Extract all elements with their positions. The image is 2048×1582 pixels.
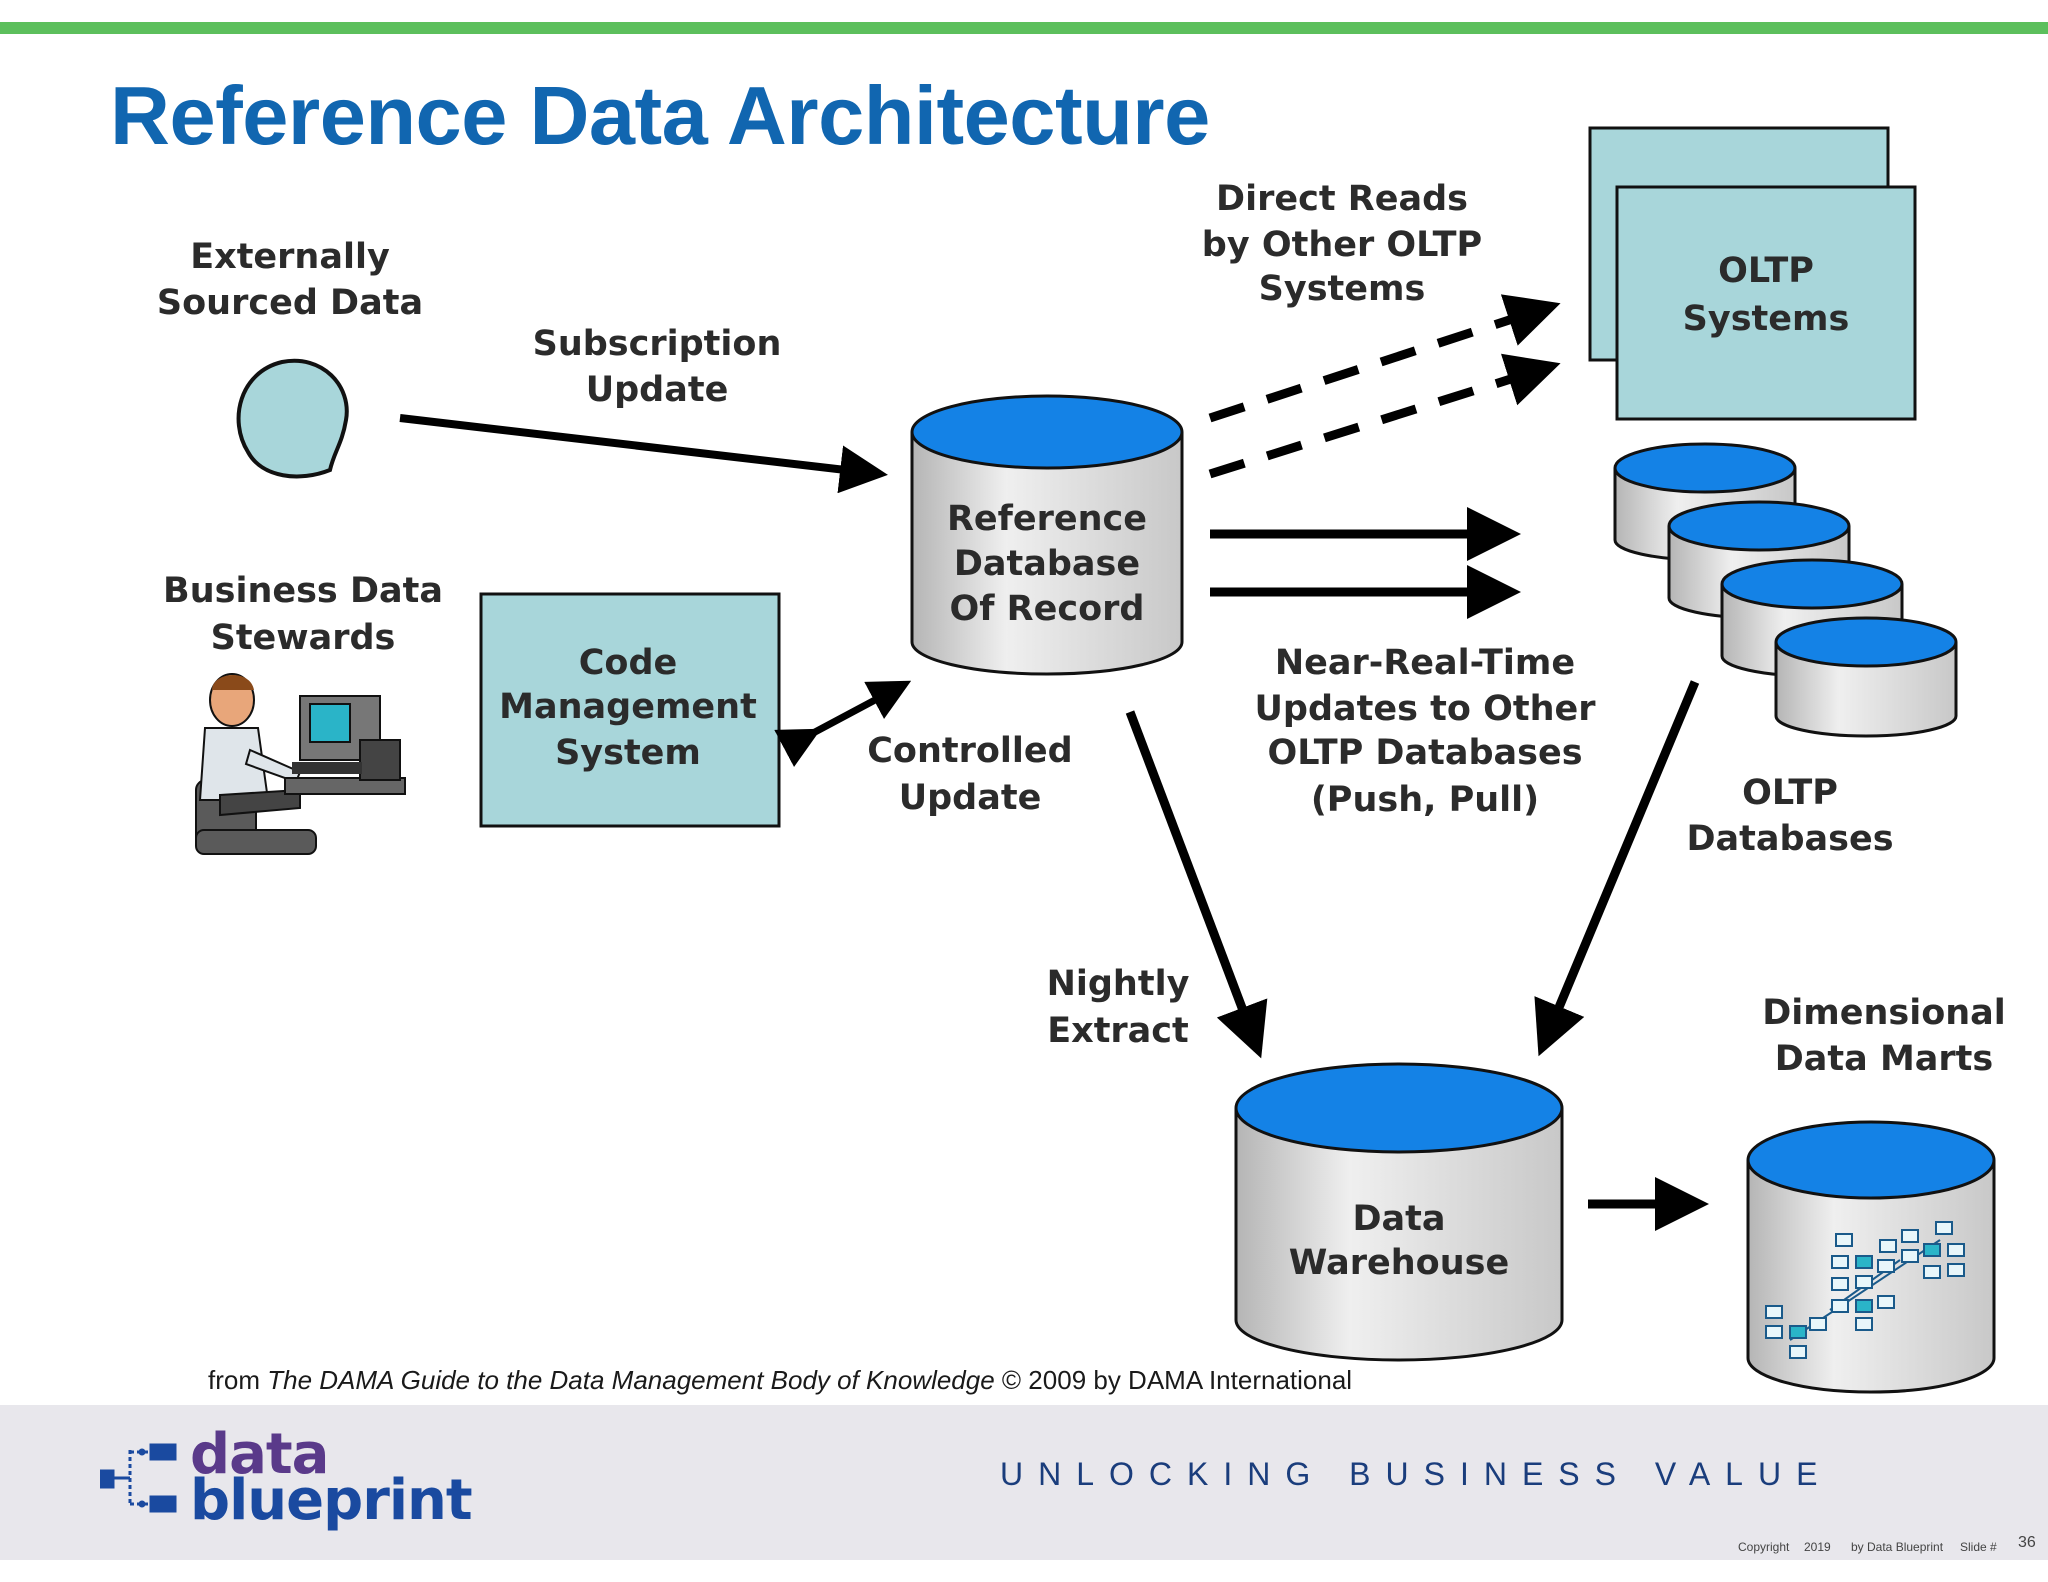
near-real-time-line-4: (Push, Pull) (1311, 780, 1539, 820)
subscription-update-line-1: Subscription (533, 324, 782, 364)
slide-number: 36 (2018, 1534, 2036, 1551)
reference-database-line-1: Reference (947, 499, 1147, 539)
near-real-time-label: Near-Real-Time Updates to Other OLTP Dat… (1255, 643, 1597, 820)
tagline: UNLOCKING BUSINESS VALUE (1000, 1456, 1833, 1492)
externally-sourced-line-2: Sourced Data (157, 283, 423, 323)
oltp-databases-label: OLTP Databases (1686, 773, 1893, 859)
reference-database-label: Reference Database Of Record (947, 499, 1147, 629)
reference-database-line-3: Of Record (950, 589, 1145, 629)
controlled-update-label: Controlled Update (867, 731, 1072, 818)
data-warehouse-line-1: Data (1352, 1199, 1445, 1239)
oltp-system-box-front (1615, 185, 1917, 421)
oltp-systems-line-1: OLTP (1718, 251, 1814, 291)
oltp-databases-line-1: OLTP (1742, 773, 1838, 813)
subscription-update-arrow (399, 414, 888, 494)
caption-suffix: © 2009 by DAMA International (994, 1365, 1353, 1395)
nightly-extract-line-1: Nightly (1047, 964, 1190, 1004)
data-blueprint-logo: data blueprint (100, 1422, 480, 1533)
data-warehouse-line-2: Warehouse (1289, 1243, 1509, 1283)
oltp-systems-label: OLTP Systems (1683, 251, 1850, 339)
logo-wordmark: data blueprint (190, 1422, 473, 1533)
data-steward-icon (195, 673, 406, 855)
data-warehouse-label: Data Warehouse (1289, 1199, 1509, 1283)
controlled-update-line-2: Update (899, 778, 1042, 818)
near-real-time-line-3: OLTP Databases (1267, 733, 1582, 773)
nightly-extract-label: Nightly Extract (1047, 964, 1190, 1051)
direct-reads-label: Direct Reads by Other OLTP Systems (1202, 179, 1482, 309)
dimensional-marts-line-1: Dimensional (1762, 993, 2006, 1033)
subscription-update-label: Subscription Update (533, 324, 782, 410)
near-real-time-line-2: Updates to Other (1255, 689, 1597, 729)
logo-wordmark-line-1: data (190, 1422, 329, 1487)
nightly-extract-arrow (1125, 710, 1268, 1059)
dimensional-marts-line-2: Data Marts (1775, 1039, 1993, 1079)
direct-reads-arrow-2 (1208, 353, 1561, 479)
data-warehouse-cylinder (1234, 1062, 1564, 1362)
code-management-label: Code Management System (499, 643, 757, 773)
direct-reads-line-1: Direct Reads (1216, 179, 1468, 219)
oltp-to-warehouse-arrow (1534, 680, 1700, 1057)
code-management-box (479, 592, 781, 828)
business-stewards-line-1: Business Data (163, 571, 443, 611)
oltp-systems-line-2: Systems (1683, 299, 1850, 339)
controlled-update-arrow (774, 680, 912, 767)
copyright-label: Copyright (1738, 1540, 1790, 1554)
external-data-icon (236, 358, 349, 479)
code-management-line-2: Management (499, 687, 757, 727)
code-management-line-1: Code (579, 643, 678, 683)
source-caption: from The DAMA Guide to the Data Manageme… (208, 1365, 1352, 1396)
caption-book-title: The DAMA Guide to the Data Management Bo… (267, 1365, 995, 1395)
direct-reads-line-3: Systems (1259, 269, 1426, 309)
caption-prefix: from (208, 1365, 268, 1395)
copyright-owner: by Data Blueprint (1851, 1540, 1944, 1554)
logo-wordmark-line-2: blueprint (190, 1468, 473, 1533)
subscription-update-line-2: Update (586, 370, 729, 410)
slide-title: Reference Data Architecture (110, 69, 1210, 162)
top-accent-bar (0, 22, 2048, 34)
star-schema-icon (1765, 1221, 1965, 1359)
logo-blueprint-icon (100, 1443, 177, 1513)
dimensional-marts-label: Dimensional Data Marts (1762, 993, 2006, 1079)
direct-reads-arrow-1 (1208, 294, 1561, 423)
externally-sourced-line-1: Externally (190, 237, 390, 277)
footer-band (0, 1405, 2048, 1560)
near-real-time-line-1: Near-Real-Time (1275, 643, 1575, 683)
nightly-extract-line-2: Extract (1047, 1011, 1189, 1051)
oltp-databases-line-2: Databases (1686, 819, 1893, 859)
business-stewards-label: Business Data Stewards (163, 571, 443, 658)
copyright-year: 2019 (1804, 1540, 1831, 1554)
reference-database-cylinder (910, 394, 1184, 676)
oltp-database-cylinder-4 (1774, 616, 1958, 738)
code-management-line-3: System (555, 733, 701, 773)
business-stewards-line-2: Stewards (211, 618, 396, 658)
reference-database-line-2: Database (954, 544, 1140, 584)
direct-reads-line-2: by Other OLTP (1202, 225, 1482, 265)
controlled-update-line-1: Controlled (867, 731, 1072, 771)
slide-number-label: Slide # (1960, 1540, 1997, 1554)
externally-sourced-label: Externally Sourced Data (157, 237, 423, 323)
